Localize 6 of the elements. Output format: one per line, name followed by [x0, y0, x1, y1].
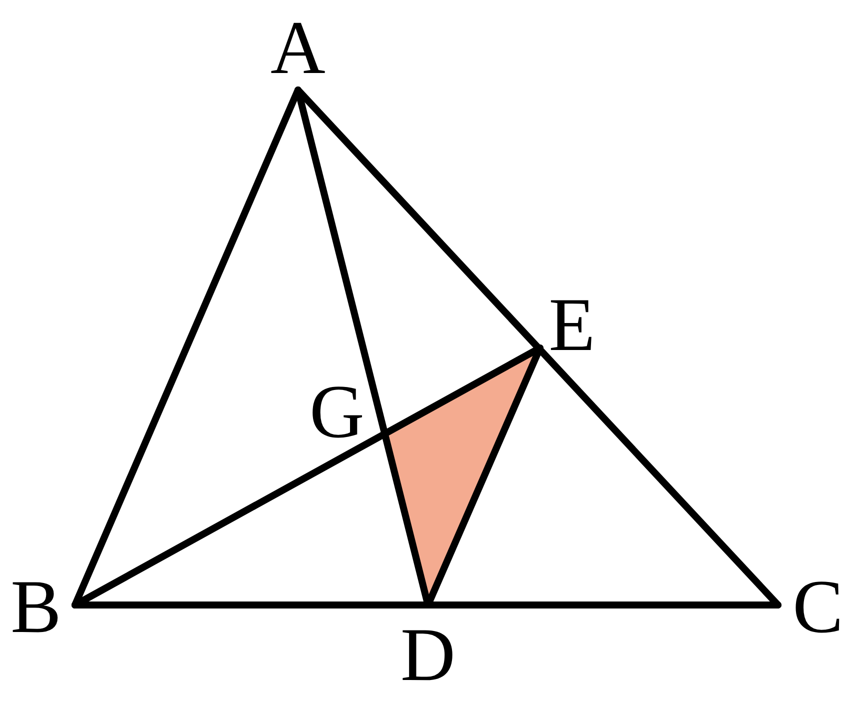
point-label: E — [548, 287, 596, 363]
point-label: D — [400, 617, 456, 693]
point-label: G — [310, 374, 364, 450]
point-label: C — [792, 569, 844, 645]
point-label: A — [270, 10, 326, 86]
point-label: B — [10, 569, 62, 645]
